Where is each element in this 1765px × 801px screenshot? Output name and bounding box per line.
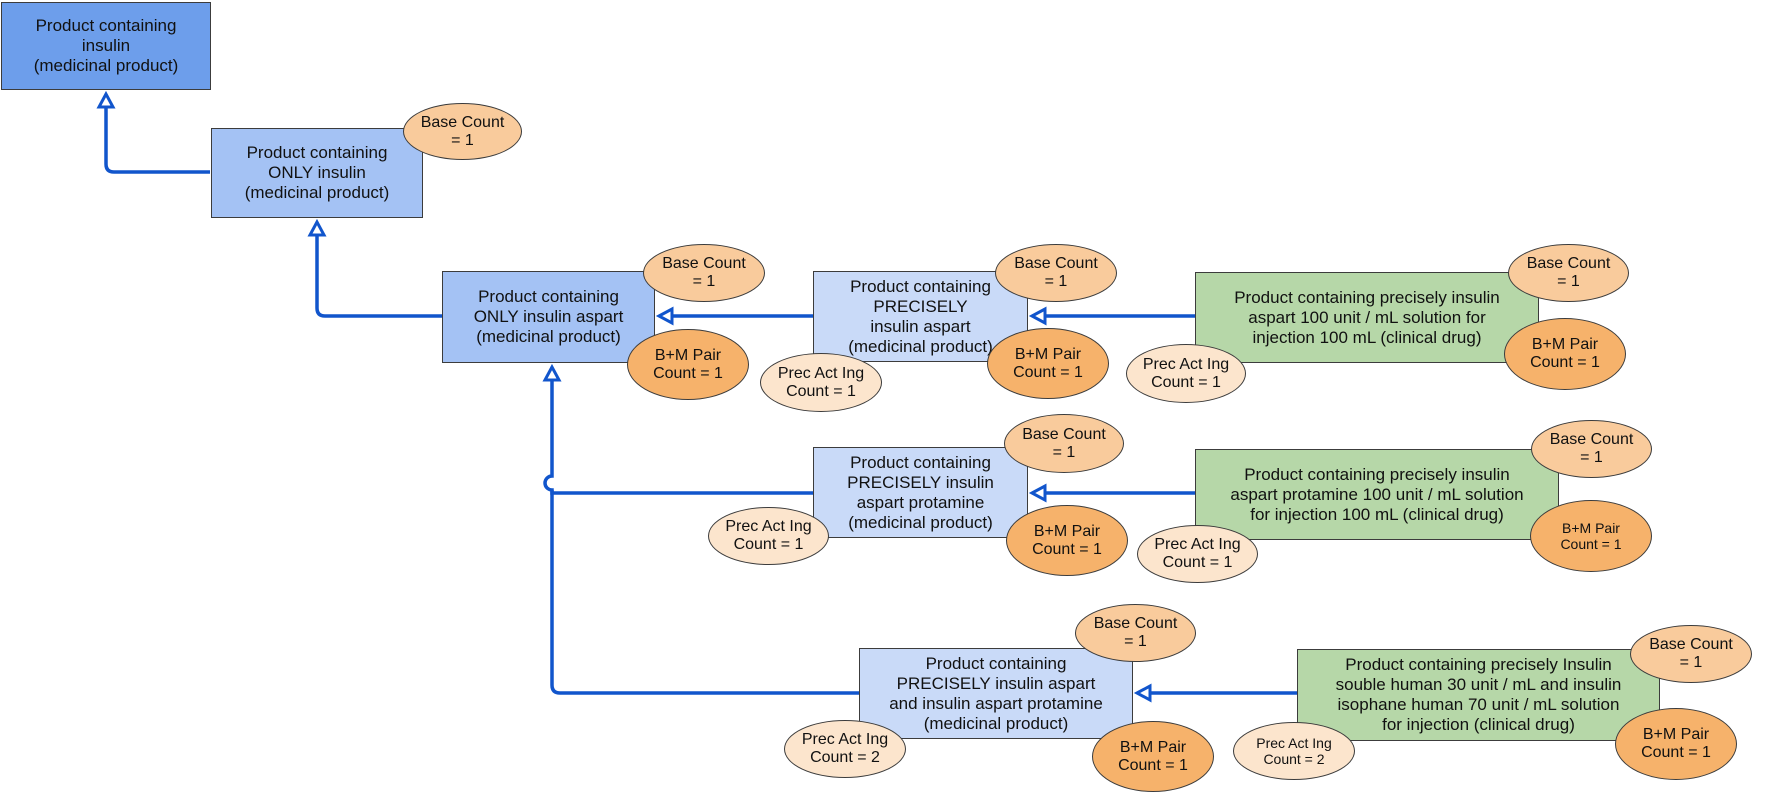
badge-base-count-precisely-both: Base Count = 1 [1075, 604, 1196, 662]
arrowhead-only-insulin [307, 218, 327, 237]
edge-only-insulin-to-insulin [104, 103, 210, 174]
badge-bm-pair-cd-protamine: B+M Pair Count = 1 [1530, 500, 1652, 572]
badge-base-count-only-insulin: Base Count = 1 [403, 103, 522, 160]
badge-prec-act-ing-precisely-both: Prec Act Ing Count = 2 [784, 720, 906, 778]
badge-bm-pair-cd-human: B+M Pair Count = 1 [1615, 708, 1737, 780]
badge-bm-pair-cd-aspart: B+M Pair Count = 1 [1504, 318, 1626, 390]
badge-bm-pair-precisely-both: B+M Pair Count = 1 [1092, 721, 1214, 792]
badge-prec-act-ing-cd-aspart: Prec Act Ing Count = 1 [1126, 344, 1246, 403]
badge-base-count-cd-human: Base Count = 1 [1630, 625, 1752, 683]
badge-prec-act-ing-cd-protamine: Prec Act Ing Count = 1 [1137, 525, 1258, 583]
arrowhead-precisely-protamine [1028, 483, 1047, 503]
badge-base-count-cd-protamine: Base Count = 1 [1531, 420, 1652, 478]
node-insulin: Product containing insulin (medicinal pr… [1, 2, 211, 90]
arrowhead-only-aspart-right [655, 306, 674, 326]
arrowheads [96, 90, 1152, 703]
arrowhead-only-aspart-bottom [542, 363, 562, 382]
edge-precisely-protamine-to-only-aspart [543, 377, 813, 495]
node-precisely-aspart-and-protamine: Product containing PRECISELY insulin asp… [859, 648, 1133, 739]
arrowhead-precisely-aspart [1028, 306, 1047, 326]
badge-bm-pair-precisely-protamine: B+M Pair Count = 1 [1006, 505, 1128, 576]
badge-base-count-precisely-aspart: Base Count = 1 [995, 244, 1117, 302]
node-clinical-drug-aspart: Product containing precisely insulin asp… [1195, 272, 1539, 363]
edge-lines [104, 103, 1297, 695]
node-clinical-drug-aspart-protamine: Product containing precisely insulin asp… [1195, 449, 1559, 540]
badge-prec-act-ing-cd-human: Prec Act Ing Count = 2 [1233, 722, 1355, 780]
arrowhead-precisely-both [1133, 683, 1152, 703]
node-clinical-drug-human-insulin: Product containing precisely Insulin sou… [1297, 649, 1660, 741]
badge-base-count-cd-aspart: Base Count = 1 [1508, 244, 1629, 302]
badge-base-count-only-aspart: Base Count = 1 [643, 244, 765, 302]
badge-prec-act-ing-precisely-protamine: Prec Act Ing Count = 1 [708, 507, 829, 565]
node-only-insulin: Product containing ONLY insulin (medicin… [211, 128, 423, 218]
node-precisely-insulin-aspart: Product containing PRECISELY insulin asp… [813, 271, 1028, 362]
badge-bm-pair-precisely-aspart: B+M Pair Count = 1 [987, 328, 1109, 399]
edge-precisely-both-to-only-aspart [550, 490, 859, 695]
edge-only-aspart-to-only-insulin [315, 231, 442, 318]
badge-prec-act-ing-precisely-aspart: Prec Act Ing Count = 1 [760, 353, 882, 412]
node-only-insulin-aspart: Product containing ONLY insulin aspart (… [442, 271, 655, 363]
badge-bm-pair-only-aspart: B+M Pair Count = 1 [627, 329, 749, 400]
arrowhead-insulin [96, 90, 116, 109]
badge-base-count-precisely-protamine: Base Count = 1 [1004, 414, 1124, 473]
node-precisely-insulin-aspart-protamine: Product containing PRECISELY insulin asp… [813, 447, 1028, 538]
